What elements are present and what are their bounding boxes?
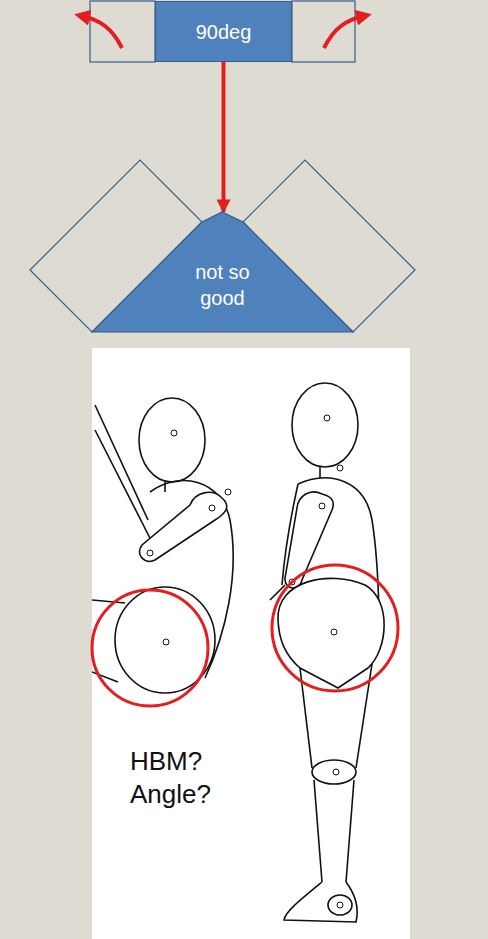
mannequins [92,383,384,922]
trapezoid-box: not so good [92,212,353,332]
side-box [292,1,355,62]
note-label: HBM? Angle? [130,745,211,810]
node-text: not so good [178,259,268,311]
rotation-arrow [82,16,122,48]
side-box [90,1,155,62]
flow-arrow [222,62,226,212]
highlight-circle [92,590,208,706]
highlight-circle [272,565,398,691]
node-text: 90deg [196,19,252,45]
process-box: 90deg [155,1,292,62]
figure-panel [92,348,410,939]
rotation-arrow [324,16,364,48]
